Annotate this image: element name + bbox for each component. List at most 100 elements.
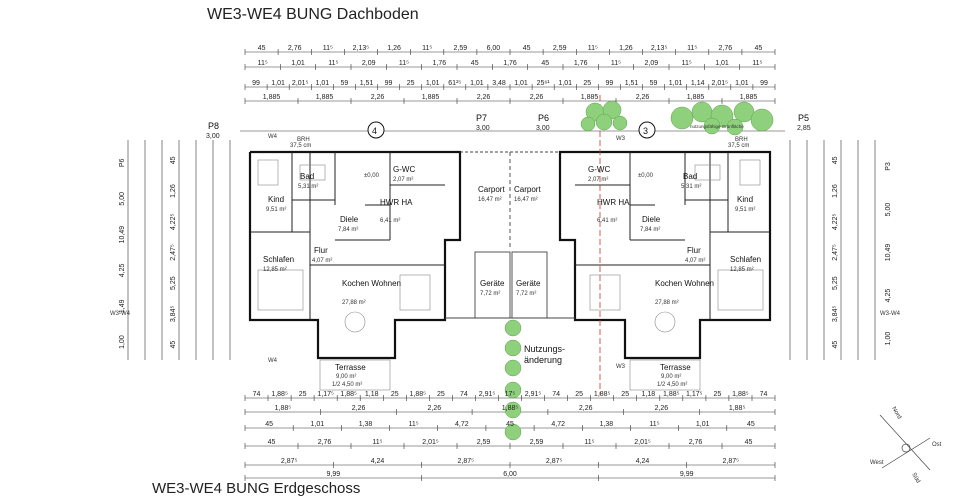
room-left-bad: Bad	[300, 172, 314, 181]
carport-right-area: 16,47 m²	[514, 197, 538, 203]
dim-bot3-6: 4,72	[551, 421, 565, 428]
dim-top3-11: 3,48	[492, 80, 506, 87]
room-right-flur: Flur	[687, 246, 701, 255]
dim-top4-0: 1,885	[263, 94, 281, 101]
marker-p8: P8	[208, 121, 219, 131]
room-right-kind-area: 9,51 m²	[735, 207, 755, 213]
room-left-diele: Diele	[340, 215, 359, 224]
side-dim-right_outer-4: P3	[885, 162, 892, 171]
marker-p6-value: 3,00	[536, 125, 550, 132]
dim-top3-8: 1,01	[426, 80, 440, 87]
dim-bot1-3: 1,17⁵	[317, 391, 334, 398]
dim-top1-7: 6,00	[487, 45, 501, 52]
room-right-kind: Kind	[737, 195, 753, 204]
side-dim-left_outer-1: 1,49	[119, 299, 126, 313]
dim-top4-3: 1,885	[422, 94, 440, 101]
dim-top2-8: 45	[541, 60, 549, 67]
room-right-terrasse: Terrasse	[660, 363, 691, 372]
side-dim-right_inner-4: 4,22⁵	[832, 213, 839, 230]
dim-top2-3: 2,09	[362, 60, 376, 67]
room-left-kochen-area: 27,88 m²	[342, 300, 366, 306]
dim-top2-14: 11⁵	[752, 60, 762, 67]
dim-bot1-5: 1,18	[365, 391, 379, 398]
dim-bot3-5: 45	[506, 421, 514, 428]
marker-p5: P5	[798, 113, 809, 123]
dim-bot2-1: 2,26	[352, 405, 366, 412]
dim-bot3-9: 1,01	[696, 421, 710, 428]
side-dim-left_inner-0: 45	[170, 341, 177, 349]
plan-title-bottom: WE3-WE4 BUNG Erdgeschoss	[152, 480, 361, 497]
dim-bot4-2: 11⁵	[372, 439, 382, 446]
right-unit-inner-walls	[575, 152, 770, 320]
compass-east: Ost	[932, 442, 942, 448]
right-unit-walls	[558, 150, 772, 360]
dim-top2-13: 1,01	[715, 60, 729, 67]
side-dim-left_outer-3: 10,49	[119, 226, 126, 244]
geraete-left-label: Geräte	[480, 279, 505, 288]
dim-top3-13: 25⁶¹	[537, 80, 551, 87]
dim-top3-1: 1,01	[271, 80, 285, 87]
marker-p8-value: 3,00	[206, 133, 220, 140]
dim-top4-2: 2,26	[371, 94, 385, 101]
room-left-flur-area: 4,07 m²	[312, 258, 332, 264]
room-left-kochen: Kochen Wohnen	[342, 279, 401, 288]
dim-bot1-21: 1,88⁵	[732, 391, 749, 398]
window-marker-w3-bottom: W3	[616, 364, 626, 370]
room-left-gwc: G-WC	[393, 165, 415, 174]
side-dim-left_inner-3: 2,47⁵	[170, 244, 177, 261]
room-left-diele-area: 7,84 m²	[338, 227, 358, 233]
room-right-flur-area: 4,07 m²	[685, 258, 705, 264]
brh-label-right: BRH	[735, 137, 748, 143]
dim-bot1-10: 2,91⁵	[479, 391, 496, 398]
dim-top2-7: 1,76	[503, 60, 517, 67]
dim-top3-14: 1,01	[558, 80, 572, 87]
carport-left-area: 16,47 m²	[478, 197, 502, 203]
side-dim-right_outer-1: 4,25	[885, 289, 892, 303]
dim-top2-1: 1,01	[291, 60, 305, 67]
dim-bot3-3: 11⁵	[409, 421, 419, 428]
room-right-gwc: G-WC	[588, 165, 610, 174]
dim-bot1-16: 25	[621, 391, 629, 398]
section-circle-right	[638, 121, 656, 139]
nutzung-label-1: Nutzungs-	[524, 344, 565, 354]
room-left-hwr: HWR HA	[380, 198, 413, 207]
dim-bot1-11: 17⁵	[505, 391, 516, 398]
dim-bot6-2: 9,99	[680, 471, 694, 478]
room-right-diele-area: 7,84 m²	[640, 227, 660, 233]
room-left-hwr-area: 6,41 m²	[380, 218, 400, 224]
room-right-schlafen: Schlafen	[730, 255, 761, 264]
side-dim-right_inner-0: 45	[832, 341, 839, 349]
dim-bot3-2: 1,38	[359, 421, 373, 428]
dim-top4-5: 2,26	[530, 94, 544, 101]
nutzung-label-2: änderung	[524, 355, 562, 365]
section-circle-right-label: 3	[643, 126, 648, 136]
dim-top1-3: 2,13⁵	[353, 45, 370, 52]
brh-value-right: 37,5 cm	[728, 143, 749, 149]
side-dim-right_outer-3: 5,00	[885, 203, 892, 217]
dim-top1-4: 1,26	[387, 45, 401, 52]
compass-rose	[879, 414, 931, 471]
side-dim-right_outer-0: 1,00	[885, 332, 892, 346]
dim-top3-22: 1,01	[735, 80, 749, 87]
dim-bot3-7: 1,38	[600, 421, 614, 428]
dim-bot1-14: 25	[575, 391, 583, 398]
dim-top3-19: 1,01	[669, 80, 683, 87]
room-right-bad: Bad	[683, 172, 697, 181]
side-dim-right_inner-3: 2,47⁵	[832, 244, 839, 261]
left-unit-inner-walls	[250, 152, 445, 320]
dim-top4-1: 1,885	[316, 94, 334, 101]
plan-title-top: WE3-WE4 BUNG Dachboden	[207, 6, 419, 23]
dim-bot1-22: 74	[760, 391, 768, 398]
dim-top1-10: 11⁵	[588, 45, 598, 52]
dim-bot6-1: 6,00	[503, 471, 517, 478]
room-left-terrasse: Terrasse	[335, 363, 366, 372]
window-marker-w3-top: W3	[616, 136, 626, 142]
marker-p7-value: 3,00	[476, 125, 490, 132]
dim-bot1-1: 1,88⁵	[271, 391, 288, 398]
room-right-bad-area: 5,31 m²	[681, 184, 701, 190]
dim-top3-20: 1,14	[691, 80, 705, 87]
dim-bot2-6: 1,88⁵	[729, 405, 746, 412]
dim-top3-4: 59	[341, 80, 349, 87]
dim-top4-8: 1,885	[687, 94, 705, 101]
dim-top3-21: 2,01⁵	[712, 80, 729, 87]
